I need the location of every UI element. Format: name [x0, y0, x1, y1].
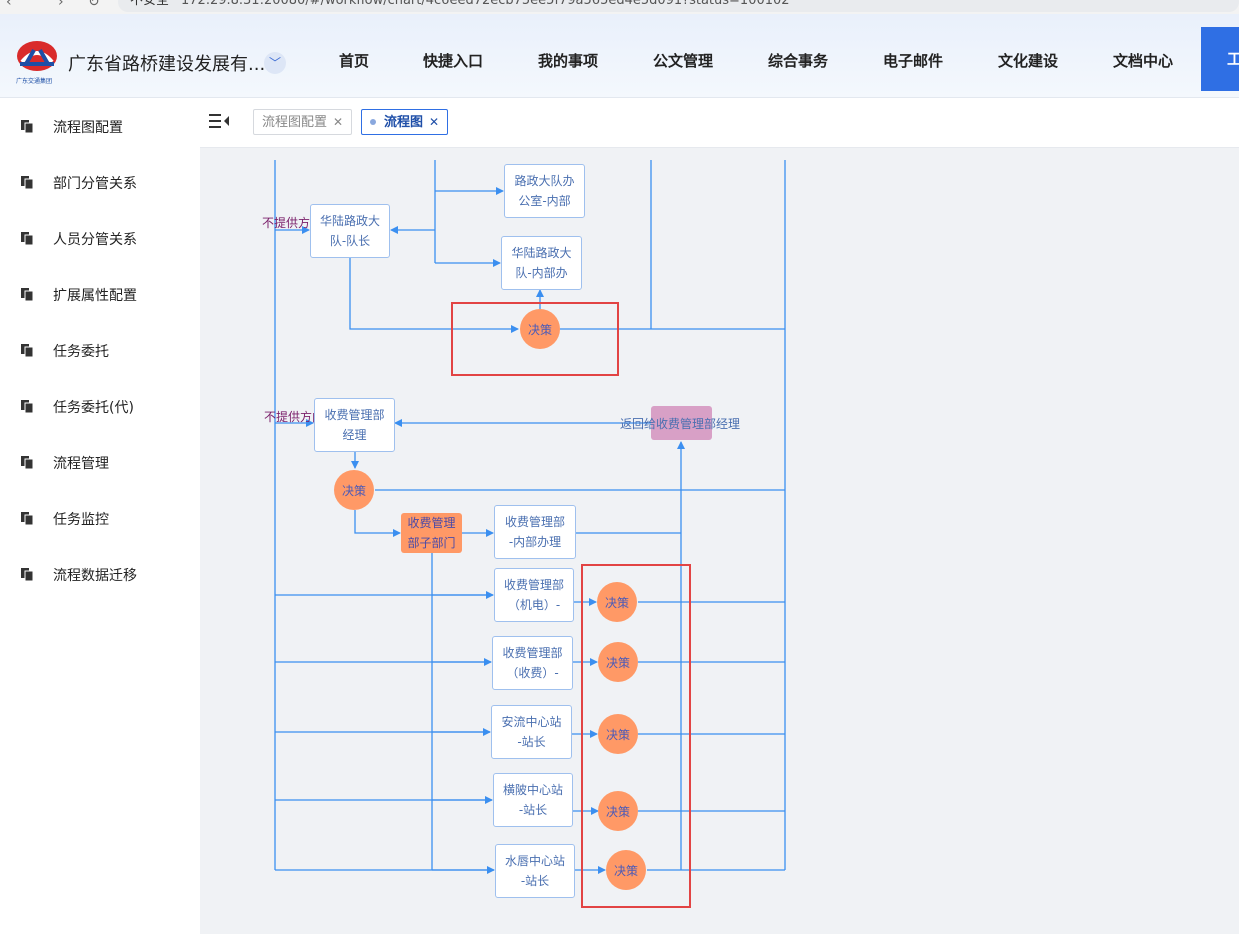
- back-icon[interactable]: ‹: [6, 0, 12, 10]
- topnav-home[interactable]: 首页: [339, 52, 370, 70]
- sidebar-item-task-delegate-proxy[interactable]: 任务委托(代): [0, 386, 200, 426]
- flow-node-hengbei-head[interactable]: 横陂中心站 -站长: [493, 773, 573, 827]
- active-dot-icon: [370, 118, 376, 125]
- topnav-my-items[interactable]: 我的事项: [538, 52, 599, 70]
- sidebar-item-label: 人员分管关系: [53, 232, 137, 248]
- highlight-box: [451, 302, 619, 376]
- chevron-down-icon[interactable]: ﹀: [264, 52, 286, 74]
- sidebar-item-label: 流程数据迁移: [53, 568, 137, 584]
- copy-icon: [21, 232, 34, 245]
- flow-decision[interactable]: 决策: [520, 309, 560, 349]
- sidebar-item-ext-attr[interactable]: 扩展属性配置: [0, 274, 200, 314]
- copy-icon: [21, 512, 34, 525]
- topnav-culture[interactable]: 文化建设: [998, 52, 1059, 70]
- sidebar-item-task-delegate[interactable]: 任务委托: [0, 330, 200, 370]
- sidebar-item-data-migrate[interactable]: 流程数据迁移: [0, 554, 200, 594]
- reload-icon[interactable]: ↻: [88, 0, 100, 10]
- flow-decision[interactable]: 决策: [597, 582, 637, 622]
- copy-icon: [21, 120, 34, 133]
- sidebar-item-label: 扩展属性配置: [53, 288, 137, 304]
- sidebar-item-label: 任务委托(代): [53, 400, 134, 416]
- flow-node-shuichun-head[interactable]: 水唇中心站 -站长: [495, 844, 575, 898]
- app-header: 广东交通集团 广东省路桥建设发展有... ﹀ 首页 快捷入口 我的事项 公文管理…: [0, 14, 1239, 98]
- flow-node-toll-internal[interactable]: 收费管理部 -内部办理: [494, 505, 576, 559]
- copy-icon: [21, 568, 34, 581]
- note-no-direction: 不提供方向: [262, 216, 323, 230]
- flow-node-toll-manager[interactable]: 收费管理部 经理: [314, 398, 395, 452]
- topnav-active-item[interactable]: 工: [1201, 27, 1239, 91]
- sidebar-item-label: 任务监控: [53, 512, 109, 528]
- flow-decision[interactable]: 决策: [606, 850, 646, 890]
- flow-node-office-internal[interactable]: 路政大队办 公室-内部: [504, 164, 585, 218]
- sidebar: 流程图配置 部门分管关系 人员分管关系 扩展属性配置 任务委托 任务委托(代) …: [0, 98, 200, 934]
- sidebar-item-flow-manage[interactable]: 流程管理: [0, 442, 200, 482]
- copy-icon: [21, 176, 34, 189]
- flow-return-label: 返回给收费管理部经理: [620, 417, 741, 431]
- flow-node-return[interactable]: [651, 406, 712, 440]
- copy-icon: [21, 456, 34, 469]
- sidebar-item-dept-relation[interactable]: 部门分管关系: [0, 162, 200, 202]
- flowchart-canvas[interactable]: 不提供方向 不提供方向 路政大队办 公室-内部 华陆路政大 队-队长 华陆路政大…: [200, 148, 1239, 934]
- browser-toolbar: ‹ › ↻ 不安全 172.29.8.31:20080/#/workflow/ch…: [0, 0, 1239, 14]
- flow-decision[interactable]: 决策: [598, 791, 638, 831]
- close-icon[interactable]: ✕: [429, 115, 440, 129]
- topnav-email[interactable]: 电子邮件: [883, 52, 944, 70]
- menu-collapse-icon[interactable]: [208, 112, 230, 130]
- close-icon[interactable]: ✕: [333, 115, 344, 129]
- sidebar-item-label: 流程管理: [53, 456, 109, 472]
- company-logo-icon: [17, 41, 57, 71]
- logo-caption: 广东交通集团: [16, 78, 53, 85]
- topnav-shortcuts[interactable]: 快捷入口: [423, 52, 484, 70]
- sidebar-item-flowchart-config[interactable]: 流程图配置: [0, 106, 200, 146]
- topnav-documents[interactable]: 公文管理: [653, 52, 714, 70]
- flow-decision[interactable]: 决策: [598, 714, 638, 754]
- tab-flowchart-config[interactable]: 流程图配置 ✕: [253, 109, 353, 135]
- tab-flowchart[interactable]: 流程图 ✕: [361, 109, 449, 135]
- sidebar-item-label: 流程图配置: [53, 120, 123, 136]
- copy-icon: [21, 288, 34, 301]
- flow-node-toll-subdept[interactable]: 收费管理 部子部门: [401, 513, 462, 553]
- topnav-doc-center[interactable]: 文档中心: [1113, 52, 1174, 70]
- sidebar-item-label: 任务委托: [53, 344, 109, 360]
- address-security-label: 不安全: [130, 0, 170, 8]
- highlight-box: [581, 564, 691, 908]
- flow-connectors: [274, 160, 786, 874]
- topnav-affairs[interactable]: 综合事务: [768, 52, 829, 70]
- tab-bar: 流程图配置 ✕ 流程图 ✕: [200, 98, 1239, 148]
- copy-icon: [21, 400, 34, 413]
- sidebar-item-person-relation[interactable]: 人员分管关系: [0, 218, 200, 258]
- sidebar-item-label: 部门分管关系: [53, 176, 137, 192]
- sidebar-item-task-monitor[interactable]: 任务监控: [0, 498, 200, 538]
- flow-decision[interactable]: 决策: [598, 642, 638, 682]
- forward-icon[interactable]: ›: [58, 0, 64, 10]
- note-no-direction: 不提供方向: [264, 410, 325, 424]
- flow-node-toll-electromech[interactable]: 收费管理部 （机电）-: [494, 568, 574, 622]
- copy-icon: [21, 344, 34, 357]
- address-bar[interactable]: 不安全 172.29.8.31:20080/#/workflow/chart/4c…: [118, 0, 1239, 12]
- flow-node-anliu-head[interactable]: 安流中心站 -站长: [491, 705, 572, 759]
- flow-decision[interactable]: 决策: [334, 470, 374, 510]
- tab-label: 流程图: [384, 115, 424, 130]
- address-url: 172.29.8.31:20080/#/workflow/chart/4c6ee…: [181, 0, 790, 8]
- org-name: 广东省路桥建设发展有...: [68, 54, 266, 75]
- flow-node-huaLu-internal[interactable]: 华陆路政大 队-内部办: [501, 236, 582, 290]
- flow-node-huaLu-captain[interactable]: 华陆路政大 队-队长: [310, 204, 390, 258]
- tab-label: 流程图配置: [262, 115, 328, 130]
- flow-node-toll-fee[interactable]: 收费管理部 （收费）-: [492, 636, 573, 690]
